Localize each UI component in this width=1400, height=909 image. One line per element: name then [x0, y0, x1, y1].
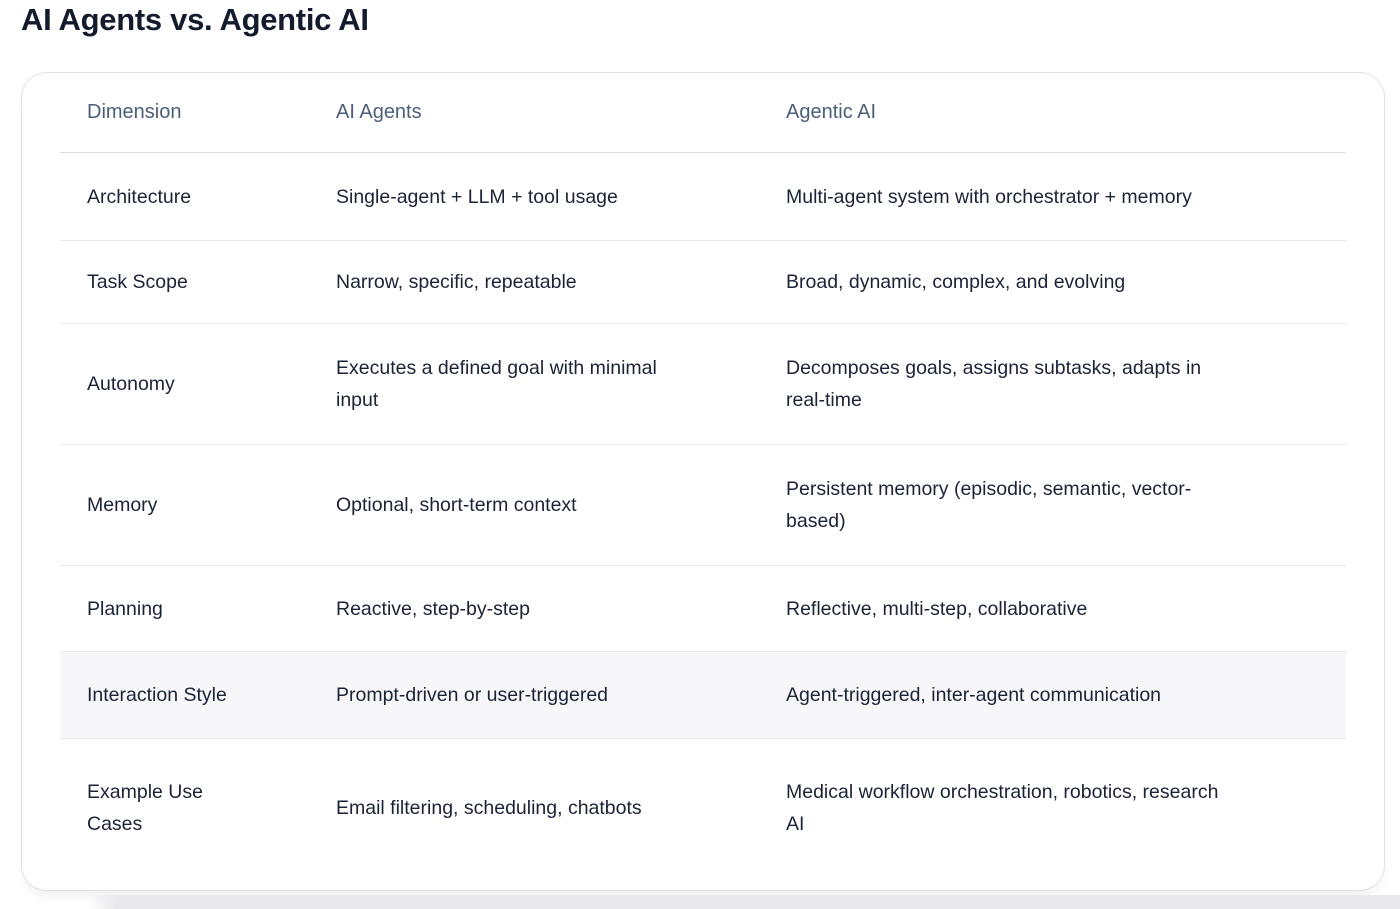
header-agentic-ai: Agentic AI — [786, 101, 877, 123]
cell-agentic-ai: Multi-agent system with orchestrator + m… — [786, 185, 1192, 208]
table-header-row: Dimension AI Agents Agentic AI — [60, 73, 1346, 153]
cell-ai-agents: Reactive, step-by-step — [336, 597, 531, 620]
cell-ai-agents: Email filtering, scheduling, chatbots — [336, 796, 642, 819]
comparison-table: Dimension AI Agents Agentic AI Architect… — [60, 73, 1346, 890]
table-row: Autonomy Executes a defined goal with mi… — [60, 324, 1346, 445]
table-row: Task Scope Narrow, specific, repeatable … — [60, 241, 1346, 324]
cell-dimension: Example Use Cases — [87, 780, 203, 835]
cell-ai-agents: Executes a defined goal with minimal inp… — [336, 357, 657, 411]
table-row: Memory Optional, short-term context Pers… — [60, 445, 1346, 566]
cell-dimension: Memory — [87, 494, 158, 516]
next-section-edge — [88, 895, 1400, 909]
cell-ai-agents: Narrow, specific, repeatable — [336, 271, 577, 293]
cell-dimension: Task Scope — [87, 271, 188, 293]
cell-dimension: Autonomy — [87, 373, 175, 395]
header-dimension: Dimension — [87, 101, 182, 123]
cell-agentic-ai: Broad, dynamic, complex, and evolving — [786, 271, 1126, 293]
page-title: AI Agents vs. Agentic AI — [21, 2, 369, 37]
cell-agentic-ai: Medical workflow orchestration, robotics… — [786, 780, 1219, 835]
cell-dimension: Planning — [87, 597, 163, 620]
table-row: Planning Reactive, step-by-step Reflecti… — [60, 566, 1346, 652]
cell-agentic-ai: Reflective, multi-step, collaborative — [786, 597, 1088, 620]
cell-dimension: Interaction Style — [87, 684, 227, 706]
cell-ai-agents: Optional, short-term context — [336, 494, 577, 516]
cell-ai-agents: Single-agent + LLM + tool usage — [336, 185, 618, 208]
cell-dimension: Architecture — [87, 185, 192, 208]
table-row-highlighted: Interaction Style Prompt-driven or user-… — [60, 652, 1346, 739]
table-row: Example Use Cases Email filtering, sched… — [60, 739, 1346, 890]
cell-agentic-ai: Persistent memory (episodic, semantic, v… — [786, 478, 1192, 532]
cell-agentic-ai: Decomposes goals, assigns subtasks, adap… — [786, 357, 1202, 411]
cell-agentic-ai: Agent-triggered, inter-agent communicati… — [786, 684, 1162, 706]
header-ai-agents: AI Agents — [336, 101, 422, 123]
comparison-table-card: Dimension AI Agents Agentic AI Architect… — [21, 72, 1385, 891]
table-row: Architecture Single-agent + LLM + tool u… — [60, 153, 1346, 241]
cell-ai-agents: Prompt-driven or user-triggered — [336, 684, 609, 706]
